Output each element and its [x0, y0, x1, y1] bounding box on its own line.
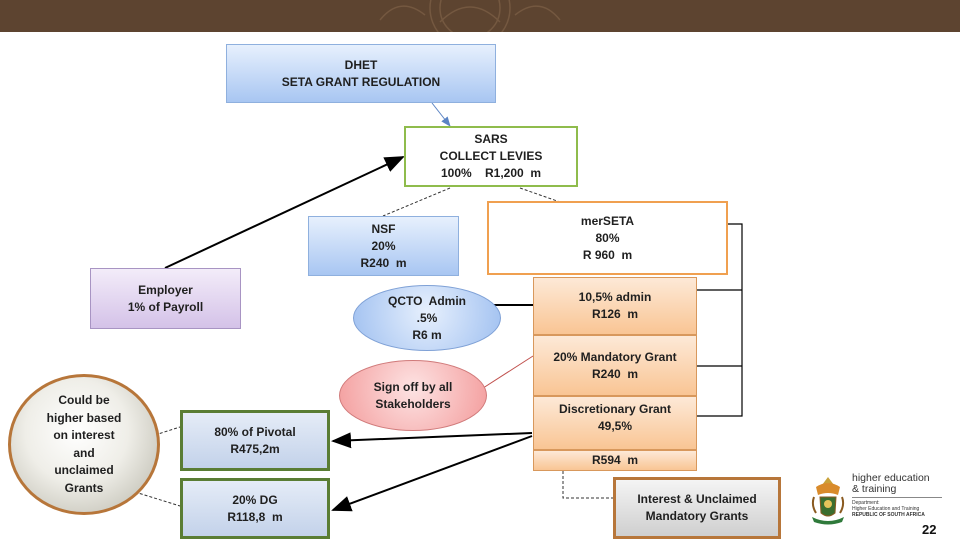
- dhet-title: DHET: [344, 57, 378, 72]
- discretionary-grant-segment: Discretionary Grant 49,5%: [533, 396, 697, 450]
- could-be-line6: Grants: [64, 480, 104, 495]
- logo-line2: & training: [852, 483, 897, 495]
- merseta-box: merSETA 80% R 960 m: [487, 201, 728, 275]
- r594-segment: R594 m: [533, 450, 697, 471]
- merseta-percent: 80%: [595, 230, 620, 245]
- r594-to-interest-connector: [562, 471, 613, 499]
- discretionary-to-pivotal-arrow: [331, 432, 533, 449]
- sars-box: SARS COLLECT LEVIES 100% R1,200 m: [404, 126, 578, 187]
- sars-title: SARS: [474, 132, 508, 146]
- r594-amount: R594 m: [591, 453, 639, 467]
- pivotal-amount: R475,2m: [230, 441, 280, 456]
- dg-box: 20% DG R118,8 m: [180, 478, 330, 539]
- page-number: 22: [922, 522, 937, 537]
- dhet-to-sars-arrow: [431, 102, 451, 127]
- qcto-title: QCTO Admin: [388, 293, 466, 308]
- could-be-line5: unclaimed: [54, 463, 114, 477]
- pivotal-label: 80% of Pivotal: [214, 424, 296, 439]
- admin-segment: 10,5% admin R126 m: [533, 277, 697, 335]
- header-emblem-watermark: [379, 0, 561, 32]
- qcto-admin-ellipse: QCTO Admin .5% R6 m: [353, 285, 501, 351]
- interest-unclaimed-box: Interest & Unclaimed Mandatory Grants: [613, 477, 781, 539]
- admin-amount: R126 m: [591, 307, 639, 321]
- dhet-box: DHET SETA GRANT REGULATION: [226, 44, 496, 103]
- discretionary-label: Discretionary Grant: [558, 402, 672, 416]
- merseta-title: merSETA: [580, 213, 635, 228]
- could-be-line3: on interest: [53, 428, 115, 442]
- dg-label: 20% DG: [232, 492, 278, 507]
- employer-to-sars-arrow: [164, 156, 405, 269]
- pivotal-box: 80% of Pivotal R475,2m: [180, 410, 330, 471]
- logo-divider: [852, 497, 942, 498]
- employer-title: Employer: [138, 282, 193, 297]
- employer-box: Employer 1% of Payroll: [90, 268, 241, 329]
- employer-subtitle: 1% of Payroll: [127, 299, 204, 314]
- coat-of-arms-icon: [811, 477, 845, 525]
- signoff-line1: Sign off by all: [373, 379, 453, 394]
- dhet-logo: higher education & training Department: …: [808, 473, 948, 529]
- nsf-title: NSF: [371, 221, 396, 236]
- sars-amount: 100% R1,200 m: [440, 166, 542, 180]
- sign-off-ellipse: Sign off by all Stakeholders: [339, 360, 487, 431]
- logo-line1: higher education: [852, 472, 930, 484]
- discretionary-to-dg-arrow: [331, 435, 533, 512]
- discretionary-percent: 49,5%: [597, 419, 633, 433]
- mandatory-amount: R240 m: [591, 366, 639, 381]
- sars-to-merseta-connector: [519, 187, 561, 203]
- nsf-amount: R240 m: [360, 255, 407, 270]
- dg-amount: R118,8 m: [227, 509, 283, 524]
- merseta-bracket: [697, 223, 743, 417]
- dhet-subtitle: SETA GRANT REGULATION: [281, 74, 441, 89]
- sars-to-nsf-connector: [382, 187, 451, 217]
- could-be-line4: and: [73, 445, 95, 460]
- mandatory-label: 20% Mandatory Grant: [553, 349, 677, 364]
- header-bar: [0, 0, 960, 32]
- signoff-line2: Stakeholders: [375, 396, 451, 411]
- could-be-line2: higher based: [46, 410, 122, 425]
- sars-subtitle: COLLECT LEVIES: [439, 149, 543, 163]
- could-be-line1: Could be: [58, 393, 110, 407]
- logo-line4: Higher Education and Training: [852, 506, 920, 512]
- could-be-to-pivotal-connector: [154, 426, 181, 436]
- nsf-box: NSF 20% R240 m: [308, 216, 459, 276]
- qcto-amount: R6 m: [412, 327, 442, 342]
- interest-line2: Mandatory Grants: [645, 509, 749, 523]
- logo-line3: Department:: [852, 500, 880, 506]
- merseta-amount: R 960 m: [582, 247, 633, 262]
- admin-label: 10,5% admin: [578, 290, 652, 304]
- logo-line5: REPUBLIC OF SOUTH AFRICA: [852, 512, 925, 518]
- signoff-to-mandatory-connector: [479, 355, 534, 391]
- mandatory-grant-segment: 20% Mandatory Grant R240 m: [533, 335, 697, 396]
- interest-line1: Interest & Unclaimed: [637, 492, 757, 506]
- qcto-percent: .5%: [416, 310, 438, 325]
- could-be-higher-ellipse: Could be higher based on interest and un…: [8, 374, 160, 515]
- nsf-percent: 20%: [371, 238, 396, 253]
- could-be-to-dg-connector: [134, 491, 181, 507]
